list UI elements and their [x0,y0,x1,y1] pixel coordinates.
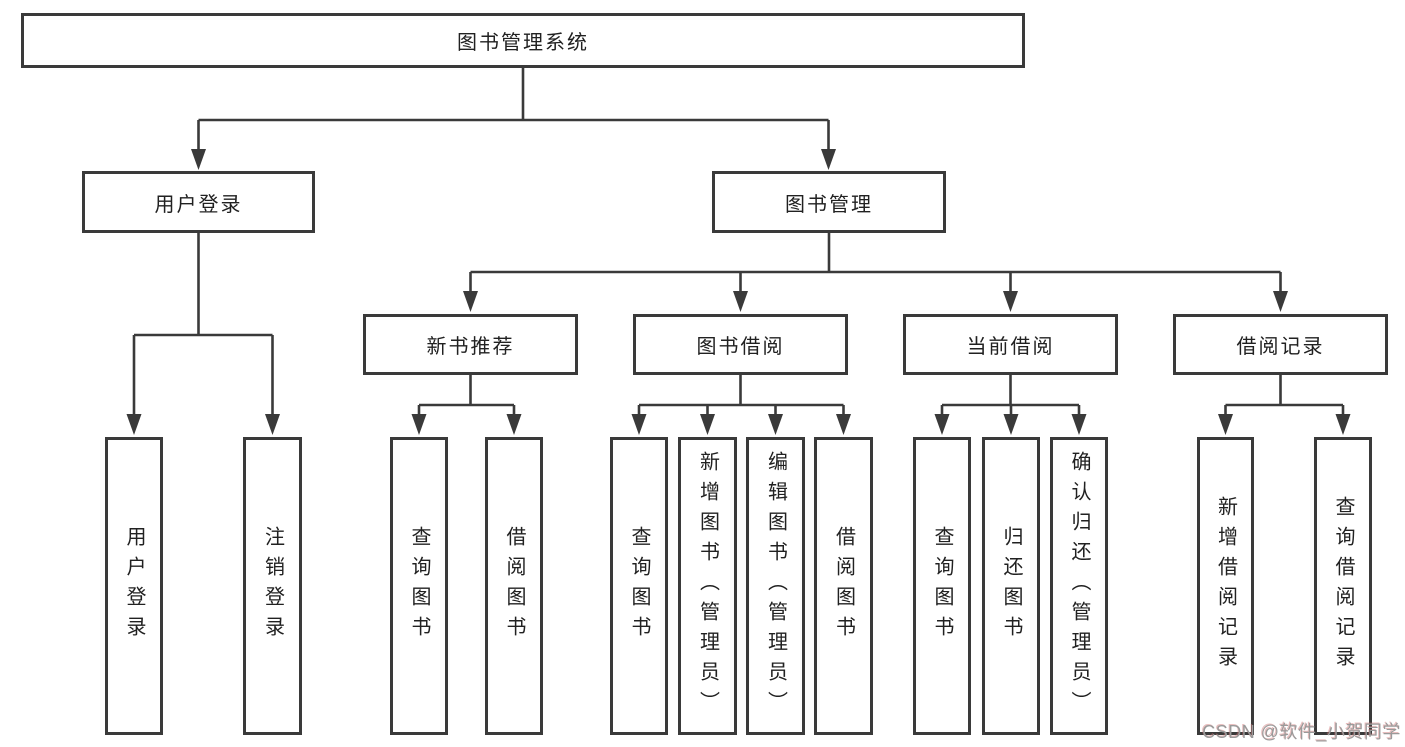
node-leaf-logout: 注销登录 [243,437,302,735]
node-new-book-recommend: 新书推荐 [363,314,578,375]
node-leaf-query-borrow-record: 查询借阅记录 [1314,437,1372,735]
node-leaf-query-book-current: 查询图书 [913,437,971,735]
node-leaf-return-book: 归还图书 [982,437,1040,735]
node-leaf-query-book-borrow: 查询图书 [610,437,668,735]
node-label: 用户登录 [123,526,145,646]
connector-new-book-children [411,375,522,435]
node-leaf-edit-book-admin: 编辑图书（管理员） [746,437,805,735]
node-borrow-records: 借阅记录 [1173,314,1388,375]
connector-book-borrow-children [631,375,851,435]
node-label: 查询借阅记录 [1332,496,1354,676]
node-leaf-add-book-admin: 新增图书（管理员） [678,437,737,735]
node-leaf-borrow-book: 借阅图书 [814,437,873,735]
connector-borrow-records-children [1218,375,1351,435]
node-label: 查询图书 [408,526,430,646]
connector-user-login-children [126,233,280,435]
node-label: 借阅图书 [832,526,855,646]
node-label: 归还图书 [1000,526,1022,646]
node-leaf-confirm-return-admin: 确认归还（管理员） [1050,437,1108,735]
connector-root-to-level2 [191,68,836,170]
node-label: 用户登录 [154,193,243,216]
node-label: 查询图书 [628,526,650,646]
node-label: 新增借阅记录 [1214,496,1237,676]
node-label: 注销登录 [261,526,284,646]
connector-current-borrow-children [934,375,1087,435]
node-user-login: 用户登录 [82,171,315,233]
node-book-management: 图书管理 [712,171,946,233]
node-leaf-add-borrow-record: 新增借阅记录 [1197,437,1254,735]
node-leaf-user-login: 用户登录 [105,437,163,735]
csdn-watermark: CSDN @软件_小贺同学 [1202,722,1401,742]
node-label: 新增图书（管理员） [696,451,719,721]
node-current-borrow: 当前借阅 [903,314,1118,375]
node-label: 图书管理系统 [457,32,589,54]
node-leaf-borrow-book-recommend: 借阅图书 [485,437,543,735]
node-book-borrow: 图书借阅 [633,314,848,375]
node-root: 图书管理系统 [21,13,1025,68]
node-leaf-query-book-recommend: 查询图书 [390,437,448,735]
node-label: 借阅记录 [1236,336,1325,358]
node-label: 当前借阅 [966,336,1055,358]
node-label: 确认归还（管理员） [1068,451,1090,721]
node-label: 图书借阅 [696,336,785,358]
node-label: 编辑图书（管理员） [764,451,787,721]
node-label: 图书管理 [785,193,873,216]
node-label: 查询图书 [931,526,953,646]
connector-book-management-children [463,233,1288,312]
node-label: 新书推荐 [426,336,515,358]
node-label: 借阅图书 [503,526,525,646]
